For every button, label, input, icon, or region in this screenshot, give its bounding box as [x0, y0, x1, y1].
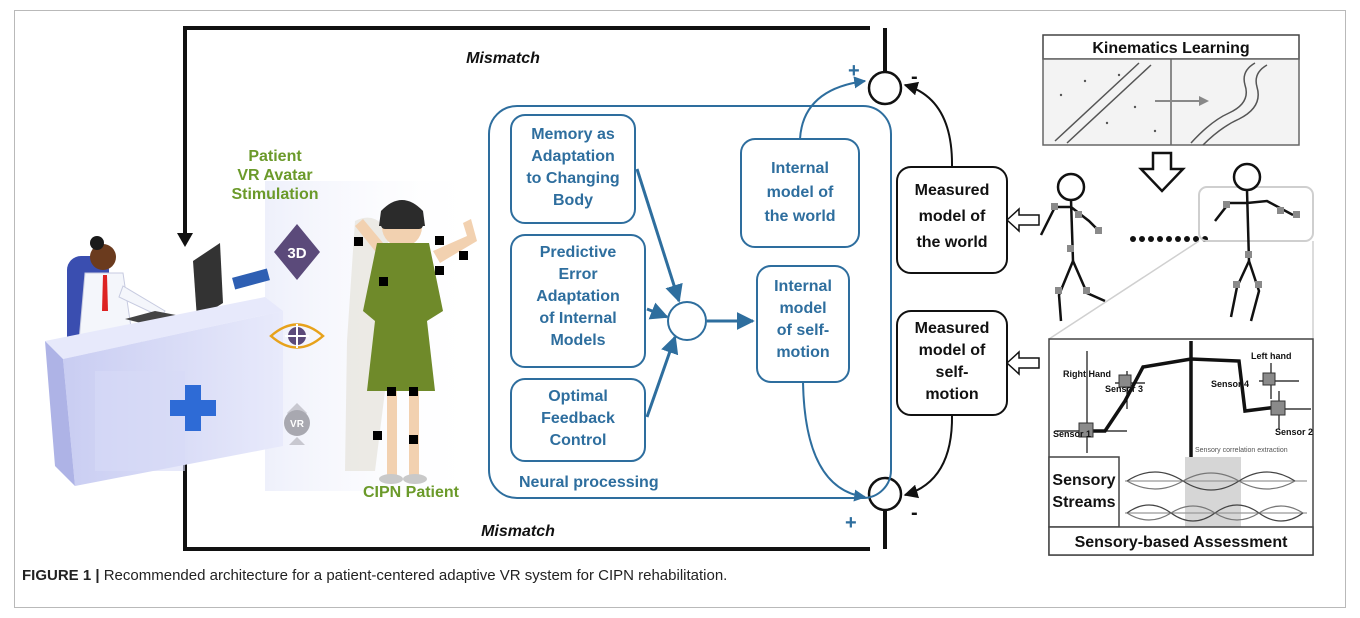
- measured-self-line3: self-: [936, 364, 969, 381]
- caption-label: FIGURE 1 |: [22, 567, 100, 584]
- world-to-comparator: [799, 76, 867, 140]
- sensor-boxes: [1078, 372, 1286, 438]
- sensor-waves: [1125, 471, 1307, 522]
- comparator-top: [867, 70, 903, 106]
- feedback-loop-lines: [183, 26, 887, 551]
- zoom-lines: [1048, 240, 1314, 340]
- neural-processing-box: [488, 105, 892, 499]
- neural-processing-label: Neural processing: [519, 474, 659, 491]
- predictive-line1: Predictive: [540, 244, 617, 261]
- self-line1: Internal: [774, 278, 832, 295]
- hollow-arrow-world: [1005, 207, 1040, 233]
- plus-top: +: [848, 60, 860, 82]
- self-line2: model: [779, 300, 826, 317]
- mismatch-top-label: Mismatch: [466, 50, 540, 67]
- world-line1: Internal: [771, 160, 829, 177]
- measured-world-line2: model of: [919, 208, 986, 225]
- left-hand-label: Left hand: [1251, 351, 1292, 361]
- patient-illustration: [345, 200, 477, 484]
- plus-bottom: +: [845, 512, 857, 534]
- measured-world-line1: Measured: [915, 182, 990, 199]
- predictive-line2: Error: [558, 266, 597, 283]
- sensor-skeleton: [1083, 341, 1278, 459]
- caption-text: Recommended architecture for a patient-c…: [99, 567, 728, 584]
- optimal-line3: Control: [550, 432, 607, 449]
- optimal-feedback-box: [510, 378, 646, 462]
- kinematics-title: Kinematics Learning: [1092, 40, 1249, 57]
- memory-adaptation-box: [510, 114, 636, 224]
- measured-world-line3: the world: [916, 234, 987, 251]
- sensory-streams-line1: Sensory: [1052, 472, 1115, 489]
- neural-summing-node: [667, 301, 707, 341]
- world-line3: the world: [764, 208, 835, 225]
- patient-label: CIPN Patient: [363, 484, 460, 501]
- minus-top: -: [911, 66, 918, 88]
- kinematics-arrowhead: [1199, 96, 1209, 106]
- assessment-title: Sensory-based Assessment: [1075, 534, 1289, 551]
- mismatch-bottom-label: Mismatch: [481, 523, 555, 540]
- assessment-title-box: [1048, 526, 1314, 556]
- minus-bottom: -: [911, 502, 918, 524]
- self-line4: motion: [776, 344, 829, 361]
- kinematics-left-plot: [1054, 62, 1157, 144]
- predictive-line5: Models: [550, 332, 605, 349]
- predictive-line3: Adaptation: [536, 288, 620, 305]
- predictive-line4: of Internal: [539, 310, 616, 327]
- icon-vr: VR: [284, 403, 310, 445]
- figure-panel: Mismatch Mismatch + - + - Patient VR: [14, 10, 1346, 608]
- memory-line3: to Changing: [526, 170, 619, 187]
- correlation-window: [1185, 457, 1241, 527]
- hollow-arrow-self: [1005, 350, 1040, 376]
- optimal-line1: Optimal: [548, 388, 608, 405]
- sensor1-label: Sensor 1: [1053, 429, 1091, 439]
- comparator-bottom: [867, 476, 903, 512]
- measured-self-line1: Measured: [915, 320, 990, 337]
- right-hand-label: Right Hand: [1063, 369, 1111, 379]
- stick-figure-right-sensors: [1223, 201, 1300, 288]
- down-arrowhead: [177, 233, 193, 247]
- measured-self-line2: model of: [919, 342, 986, 359]
- memory-line1: Memory as: [531, 126, 615, 143]
- memory-line2: Adaptation: [531, 148, 615, 165]
- predictive-error-box: [510, 234, 646, 368]
- neural-arrows: [635, 168, 755, 418]
- avatar-label-line2: VR Avatar: [237, 167, 312, 184]
- avatar-label-line1: Patient: [248, 148, 302, 165]
- sensor2-label: Sensor 2: [1275, 427, 1313, 437]
- dotted-sequence: [1130, 236, 1208, 242]
- architecture-diagram: Mismatch Mismatch + - + - Patient VR: [45, 26, 1314, 556]
- eye-target-icon: [269, 323, 325, 349]
- sensor3-label: Sensor 3: [1105, 384, 1143, 394]
- stick-figure-left-sensors: [1051, 203, 1102, 294]
- sensory-streams-line2: Streams: [1052, 494, 1115, 511]
- icon-3d: 3D: [274, 224, 320, 280]
- memory-line4: Body: [553, 192, 593, 209]
- correlation-label: Sensory correlation extraction: [1195, 447, 1288, 454]
- world-line2: model of: [767, 184, 834, 201]
- figure-caption: FIGURE 1 | Recommended architecture for …: [22, 567, 727, 584]
- avatar-label-line3: Stimulation: [231, 186, 318, 203]
- sensor4-label: Sensor 4: [1211, 379, 1249, 389]
- sensory-streams-box: [1048, 456, 1120, 528]
- svg-text:3D: 3D: [287, 245, 306, 262]
- optimal-line2: Feedback: [541, 410, 615, 427]
- kinematics-title-box: [1042, 34, 1300, 60]
- self-to-comparator: [802, 381, 867, 502]
- measured-to-comparator-arrows: [903, 81, 954, 499]
- kinematics-down-arrow: [1138, 151, 1186, 193]
- measured-self-line4: motion: [925, 386, 978, 403]
- svg-text:VR: VR: [290, 419, 305, 430]
- kinematics-right-plot: [1190, 62, 1268, 146]
- self-line3: of self-: [777, 322, 829, 339]
